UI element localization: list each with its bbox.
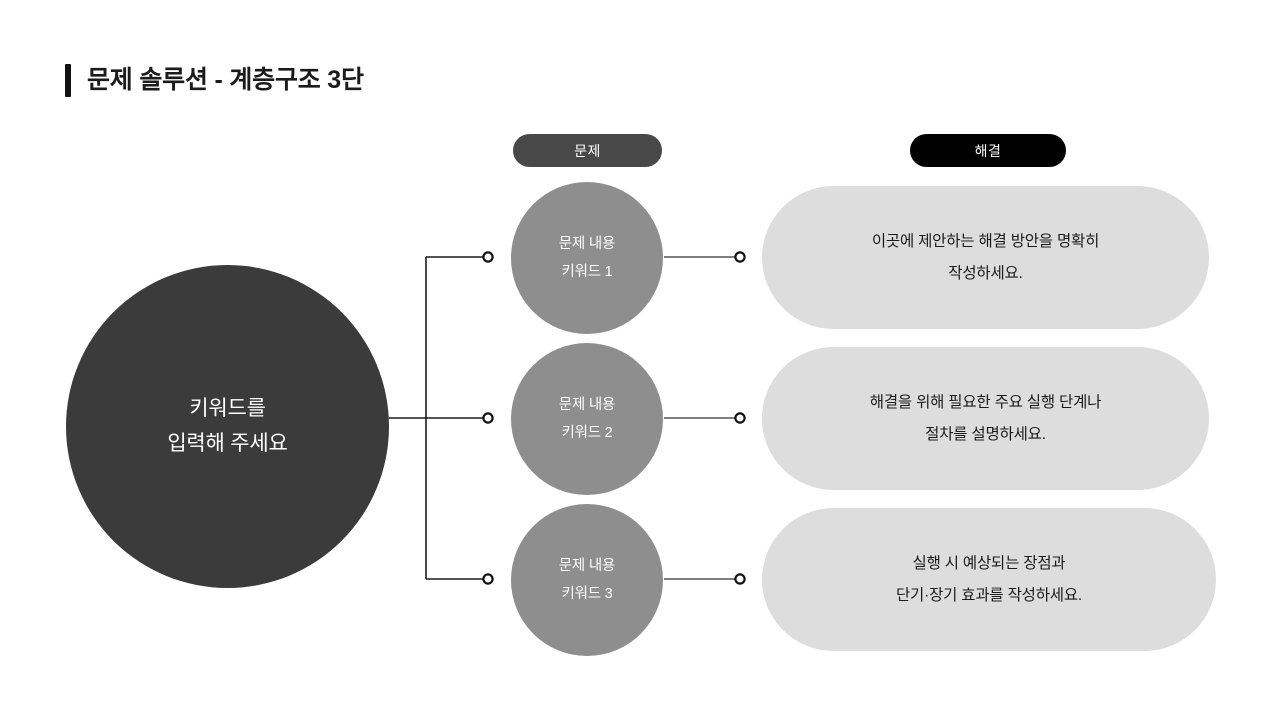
problem-circle-3[interactable]: 문제 내용 키워드 3 [511, 504, 663, 656]
problem-circle-1-line-1: 문제 내용 [558, 235, 616, 252]
column-header-problem[interactable]: 문제 [513, 134, 662, 167]
connector-node-left-3 [482, 573, 494, 585]
problem-circle-2-line-2: 키워드 2 [561, 425, 613, 441]
title-accent-bar [65, 64, 71, 97]
connector-node-left-1 [482, 251, 494, 263]
column-header-solution-label: 해결 [974, 142, 1002, 159]
root-keyword-line-1: 키워드를 [189, 397, 266, 421]
solution-box-1-line-2: 작성하세요. [948, 264, 1023, 282]
solution-box-3[interactable]: 실행 시 예상되는 장점과 단기·장기 효과를 작성하세요. [762, 508, 1216, 651]
problem-circle-1[interactable]: 문제 내용 키워드 1 [511, 182, 663, 334]
solution-box-2-line-1: 해결을 위해 필요한 주요 실행 단계나 [869, 393, 1102, 411]
column-header-solution[interactable]: 해결 [910, 134, 1066, 167]
solution-box-2-text: 해결을 위해 필요한 주요 실행 단계나 절차를 설명하세요. [869, 387, 1102, 451]
solution-box-1-line-1: 이곳에 제안하는 해결 방안을 명확히 [871, 232, 1100, 250]
title-text: 문제 솔루션 - 계층구조 3단 [87, 66, 364, 94]
root-keyword-line-2: 입력해 주세요 [167, 431, 288, 455]
connector-node-right-2 [734, 412, 746, 424]
problem-circle-2[interactable]: 문제 내용 키워드 2 [511, 343, 663, 495]
solution-box-1[interactable]: 이곳에 제안하는 해결 방안을 명확히 작성하세요. [762, 186, 1209, 329]
solution-box-2-line-2: 절차를 설명하세요. [925, 425, 1046, 443]
root-keyword-circle[interactable]: 키워드를 입력해 주세요 [66, 265, 389, 588]
solution-box-1-text: 이곳에 제안하는 해결 방안을 명확히 작성하세요. [871, 226, 1100, 290]
connector-node-left-2 [482, 412, 494, 424]
problem-circle-3-line-2: 키워드 3 [561, 586, 613, 602]
column-header-problem-label: 문제 [574, 142, 601, 159]
connector-node-right-1 [734, 251, 746, 263]
solution-box-3-line-1: 실행 시 예상되는 장점과 [912, 554, 1066, 572]
page-title: 문제 솔루션 - 계층구조 3단 [65, 64, 364, 97]
problem-circle-1-line-2: 키워드 1 [561, 264, 613, 280]
problem-circle-2-line-1: 문제 내용 [558, 396, 616, 413]
solution-box-2[interactable]: 해결을 위해 필요한 주요 실행 단계나 절차를 설명하세요. [762, 347, 1209, 490]
solution-box-3-line-2: 단기·장기 효과를 작성하세요. [895, 586, 1082, 604]
solution-box-3-text: 실행 시 예상되는 장점과 단기·장기 효과를 작성하세요. [896, 548, 1082, 612]
problem-circle-3-line-1: 문제 내용 [558, 557, 616, 574]
connector-node-right-3 [734, 573, 746, 585]
